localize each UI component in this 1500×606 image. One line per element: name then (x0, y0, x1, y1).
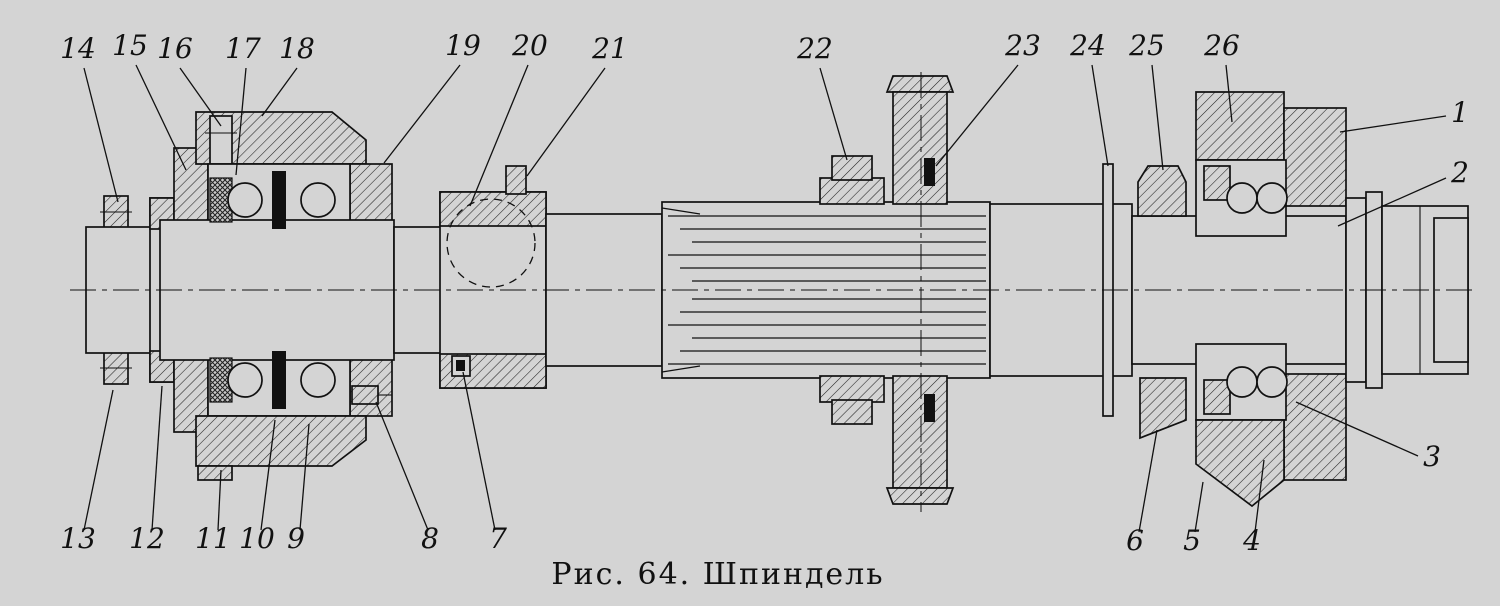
callout-label-8: 8 (421, 522, 439, 555)
callout-leader-5 (1194, 481, 1204, 533)
ball-bearing (300, 182, 336, 218)
callout-leader-20 (469, 64, 529, 207)
callout-leader-26 (1225, 64, 1233, 123)
callout-leader-14 (83, 67, 119, 203)
callout-leader-21 (526, 67, 606, 177)
hub-bottom-body (892, 375, 948, 489)
hub-top-body (892, 91, 948, 205)
callout-label-25: 25 (1128, 29, 1165, 62)
callout-label-26: 26 (1203, 29, 1240, 62)
key-bottom (924, 394, 935, 422)
callout-label-3: 3 (1423, 440, 1441, 473)
callout-label-16: 16 (157, 32, 193, 65)
housing-top-plate (1195, 91, 1285, 161)
left-bearings (209, 171, 336, 409)
callout-leader-12 (151, 385, 163, 531)
spacer-bottom (272, 351, 286, 409)
hub-step-bottom-narrow (831, 399, 873, 425)
callout-leader-17 (235, 67, 247, 176)
callout-leader-23 (935, 64, 1019, 167)
callout-label-11: 11 (195, 522, 231, 555)
callout-label-15: 15 (112, 29, 148, 62)
callout-leader-9 (299, 423, 310, 531)
ball-bearing (1226, 182, 1258, 214)
housing-right-wall-lower (1283, 373, 1347, 481)
callout-leader-22 (819, 67, 848, 161)
gear-hub (819, 75, 955, 505)
key-top (924, 158, 935, 186)
ball-bearing (227, 362, 263, 398)
callout-leader-11 (217, 469, 222, 531)
bottom-wedge (1139, 377, 1187, 440)
ball-bearing (1256, 182, 1288, 214)
bearing-block-top (1203, 165, 1231, 201)
callout-label-13: 13 (60, 522, 96, 555)
housing-bottom-block (1195, 419, 1285, 508)
callout-label-22: 22 (796, 32, 833, 65)
callout-label-2: 2 (1450, 156, 1469, 189)
callout-leader-16 (179, 67, 222, 127)
callout-label-4: 4 (1242, 524, 1261, 557)
hidden-circle (446, 198, 536, 288)
collar-bolt (505, 165, 527, 195)
callout-label-14: 14 (60, 32, 96, 65)
callout-leader-8 (375, 401, 429, 531)
callout-label-21: 21 (591, 32, 628, 65)
callout-label-18: 18 (279, 32, 315, 65)
callout-label-1: 1 (1451, 96, 1469, 129)
figure-caption: Рис. 64. Шпиндель (551, 557, 884, 592)
ball-bearing (1256, 366, 1288, 398)
callout-leader-10 (260, 419, 276, 531)
callout-label-9: 9 (287, 522, 305, 555)
callout-label-20: 20 (511, 29, 548, 62)
callout-leader-3 (1295, 401, 1419, 457)
callout-leader-7 (462, 371, 496, 531)
callout-leader-4 (1254, 459, 1265, 533)
ball-bearing (227, 182, 263, 218)
callout-label-12: 12 (129, 522, 165, 555)
callout-label-7: 7 (489, 522, 507, 555)
bearing-block-bottom (1203, 379, 1231, 415)
side-bolt (351, 385, 379, 405)
ball-bearing (300, 362, 336, 398)
callout-label-5: 5 (1183, 524, 1201, 557)
callout-label-23: 23 (1004, 29, 1041, 62)
hub-step-top-wide (819, 177, 885, 205)
callout-leader-15 (135, 64, 187, 171)
housing-bottom-cap (195, 415, 367, 467)
callout-leader-24 (1091, 64, 1109, 167)
cap-bolt (209, 115, 233, 165)
callout-leader-1 (1339, 115, 1447, 133)
callout-leader-25 (1151, 64, 1164, 171)
callout-label-19: 19 (445, 29, 481, 62)
ball-bearing (1226, 366, 1258, 398)
hub-step-bottom-wide (819, 375, 885, 403)
callout-leader-2 (1337, 177, 1447, 227)
callout-label-17: 17 (225, 32, 261, 65)
callout-label-10: 10 (239, 522, 275, 555)
callout-label-6: 6 (1126, 524, 1144, 557)
lock-nut (1137, 165, 1187, 217)
hub-bottom-cap (885, 487, 955, 505)
housing-foot (197, 465, 233, 481)
callout-leader-19 (383, 64, 461, 164)
right-bearing-housing (1137, 91, 1347, 508)
hub-top-cap (885, 75, 955, 93)
callout-leader-18 (261, 67, 298, 117)
housing-right-wall-upper (1283, 107, 1347, 207)
callout-leader-6 (1138, 429, 1158, 533)
callout-label-24: 24 (1069, 29, 1106, 62)
callout-leader-13 (83, 389, 114, 531)
hub-step-top-narrow (831, 155, 873, 181)
spacer-top (272, 171, 286, 229)
